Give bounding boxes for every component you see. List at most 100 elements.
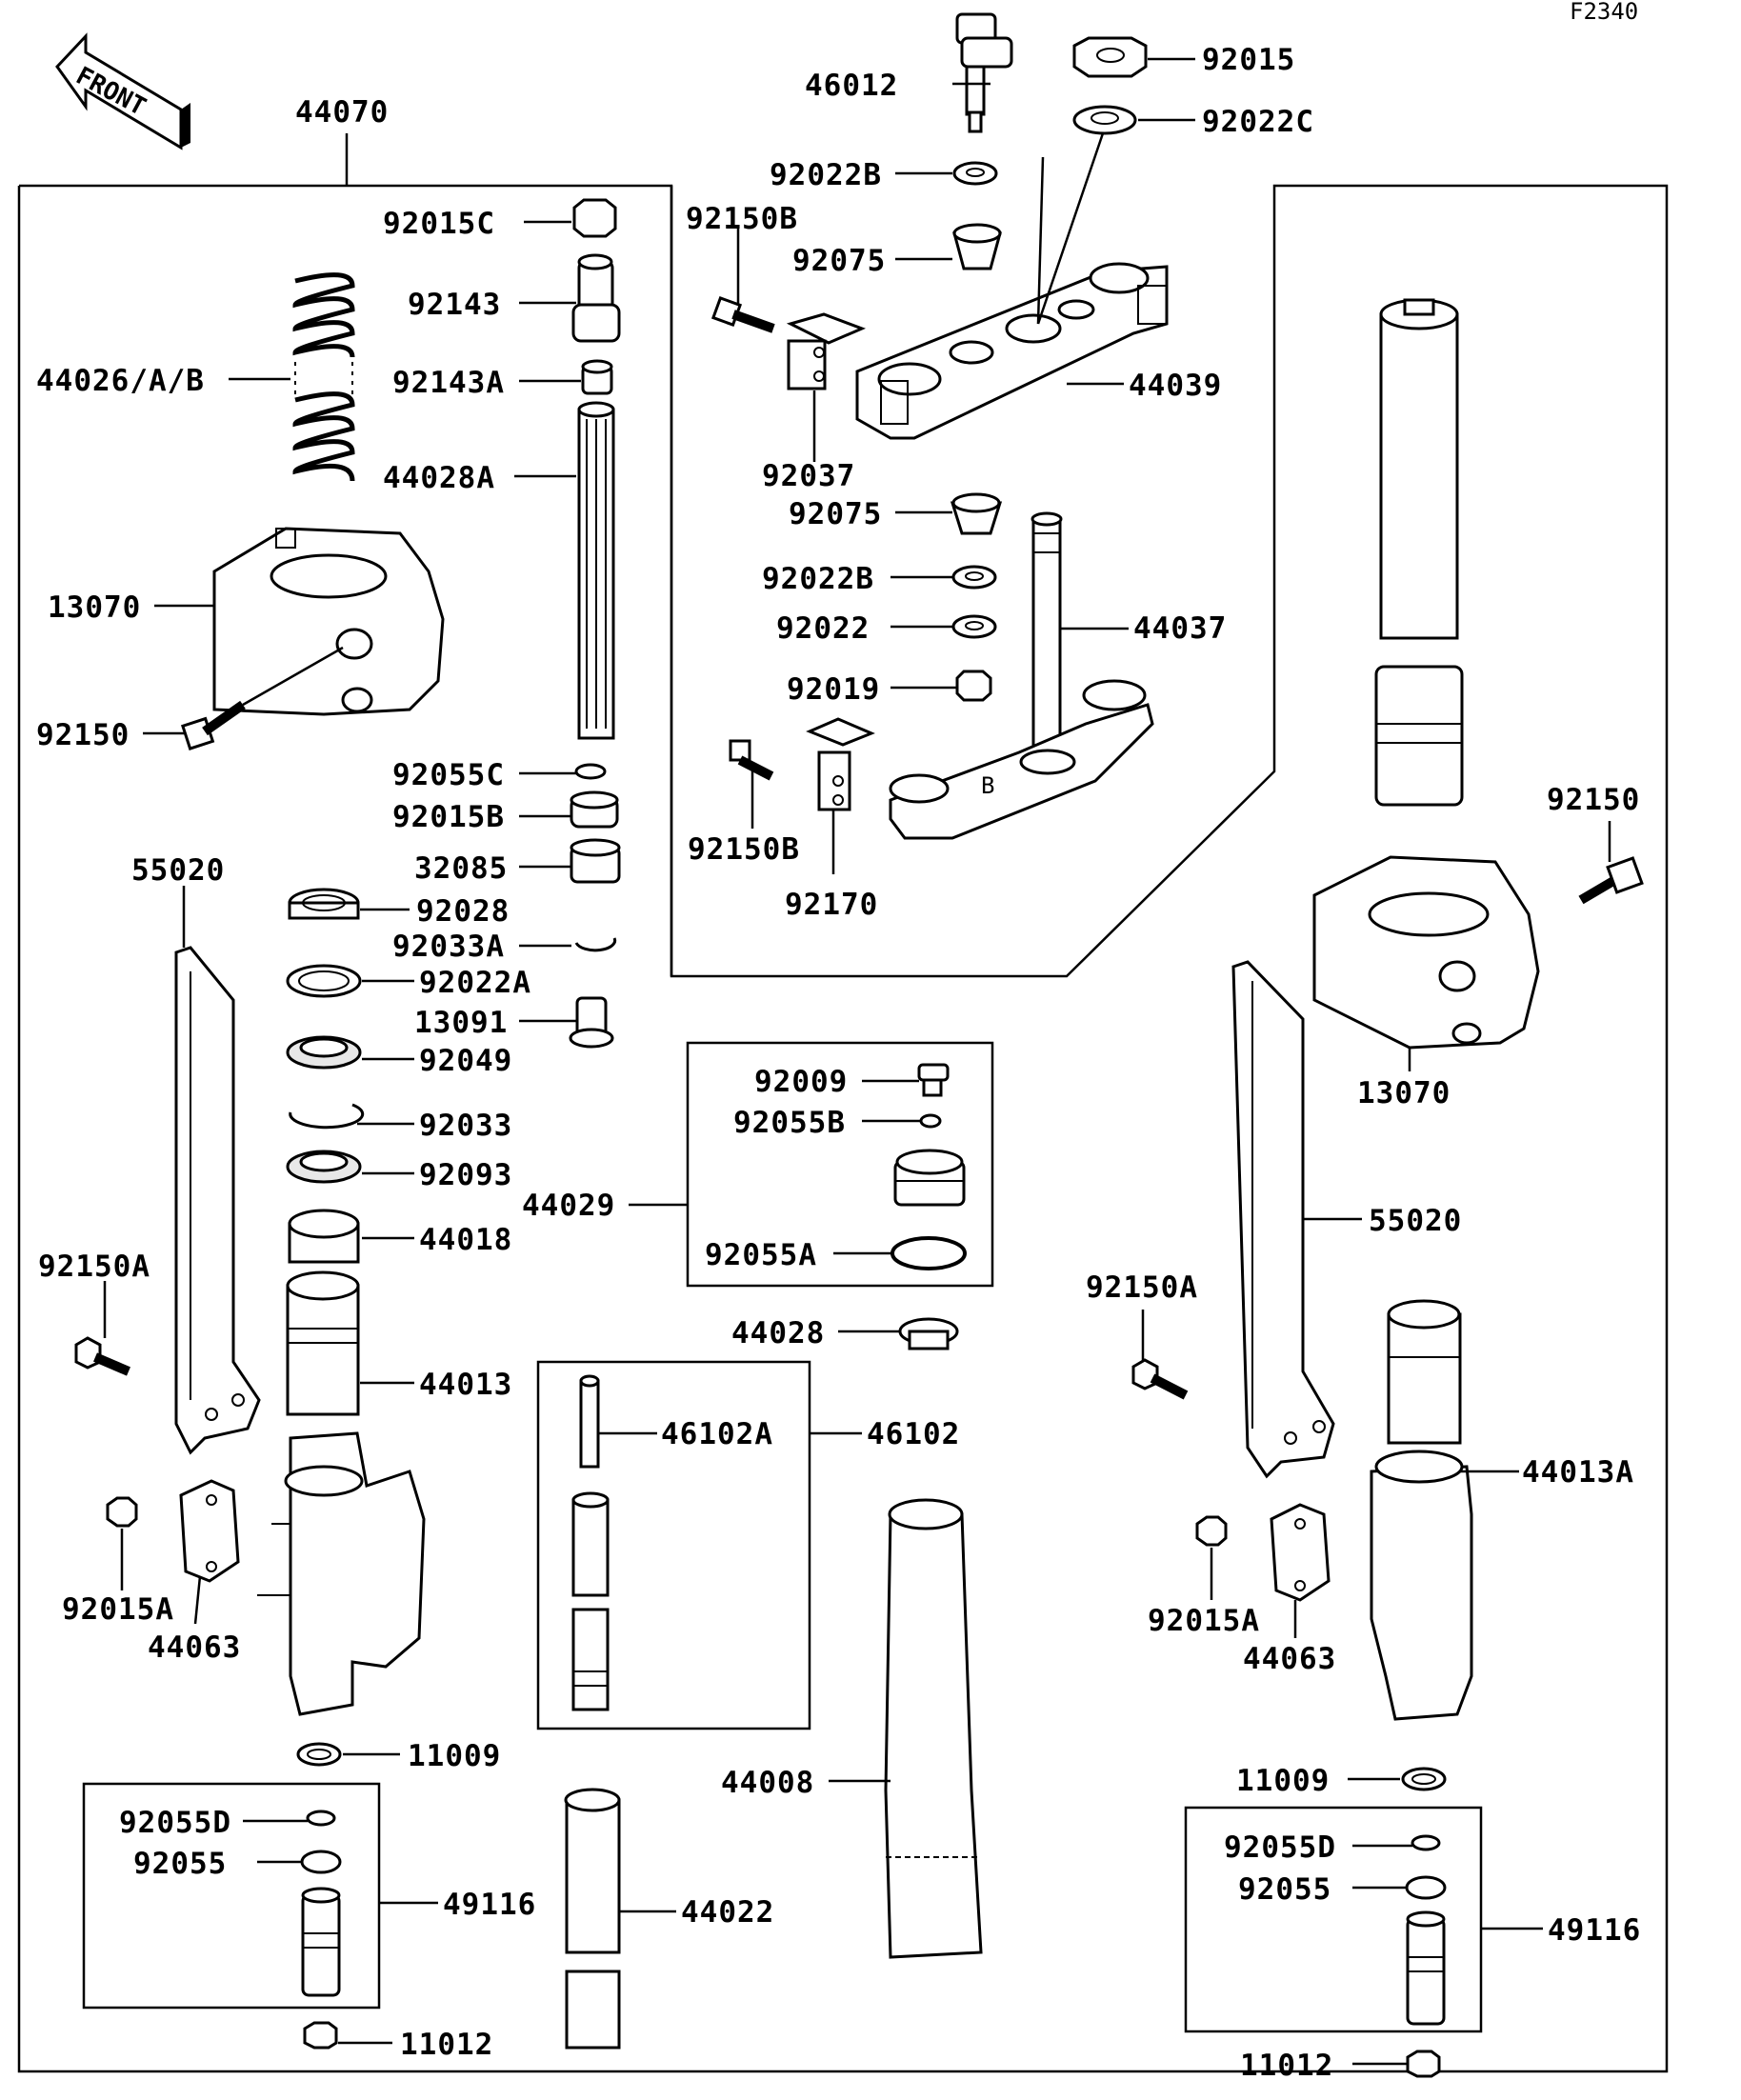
- cartridge-kit-box: [536, 1360, 811, 1730]
- label-92009: 92009: [754, 1065, 848, 1099]
- inner-tube-44013A: [1370, 1299, 1473, 1721]
- plug-44028: [898, 1317, 959, 1350]
- label-92033A: 92033A: [392, 930, 505, 964]
- label-92143: 92143: [408, 288, 501, 322]
- oring-92055B: [919, 1113, 942, 1129]
- label-92150B-bot: 92150B: [688, 832, 800, 867]
- leader-lines: [103, 57, 1611, 2066]
- nut-11012-left: [303, 2021, 338, 2050]
- oring-92055D-left: [306, 1810, 336, 1827]
- label-92037: 92037: [762, 459, 855, 493]
- washer-92022: [951, 614, 997, 639]
- svg-text:B: B: [981, 772, 994, 799]
- label-11012-left: 11012: [400, 2028, 493, 2062]
- clip-92033: [289, 1103, 365, 1130]
- label-92033: 92033: [419, 1109, 512, 1143]
- label-92055B: 92055B: [733, 1106, 846, 1140]
- washer-11009-left: [296, 1742, 342, 1767]
- washer-92022C: [1072, 105, 1137, 135]
- washer-92022B-top: [952, 161, 998, 186]
- label-92015C: 92015C: [383, 207, 495, 241]
- valve-49116-left: [301, 1887, 341, 1997]
- clamp-13070-left: [212, 527, 445, 716]
- label-92015A-left: 92015A: [62, 1592, 174, 1627]
- label-92075-mid: 92075: [789, 497, 882, 531]
- washer-11009-right: [1401, 1767, 1447, 1791]
- outer-tube-44008: [884, 1498, 983, 1959]
- label-13070-right: 13070: [1357, 1076, 1451, 1110]
- front-arrow-icon: FRONT: [55, 32, 190, 150]
- label-44013A: 44013A: [1522, 1455, 1634, 1490]
- label-13091: 13091: [414, 1006, 508, 1040]
- nut-92015: [1072, 36, 1148, 78]
- clamp-13070-right: [1312, 855, 1540, 1050]
- label-92028: 92028: [416, 894, 510, 929]
- valve-49116-right: [1406, 1910, 1446, 2026]
- ring-92033A: [574, 937, 617, 952]
- cylinder-44022: [564, 1788, 621, 2050]
- label-92150A-right: 92150A: [1086, 1270, 1198, 1305]
- label-46102: 46102: [867, 1417, 960, 1451]
- oring-92055-left: [300, 1850, 342, 1874]
- nut-92015A-right: [1195, 1515, 1228, 1547]
- rubber-92075-top: [952, 223, 1002, 270]
- nut-92015B: [570, 790, 619, 829]
- label-44008: 44008: [721, 1766, 814, 1800]
- label-92150A-left: 92150A: [38, 1250, 150, 1284]
- label-11012-right: 11012: [1240, 2049, 1333, 2083]
- label-44039: 44039: [1129, 369, 1222, 403]
- bushing-32085: [570, 838, 621, 884]
- label-92019: 92019: [787, 672, 880, 707]
- label-92022: 92022: [776, 611, 870, 646]
- nut-11012-right: [1406, 2050, 1441, 2078]
- washer-92022A: [286, 964, 362, 998]
- bolt-92150-left: [180, 700, 246, 750]
- guard-55020-right: [1231, 960, 1335, 1479]
- label-92055D-left: 92055D: [119, 1806, 231, 1840]
- label-92022C: 92022C: [1202, 105, 1314, 139]
- label-92022B-mid: 92022B: [762, 562, 874, 596]
- label-92055A: 92055A: [705, 1238, 817, 1272]
- inner-tube-right: [1374, 298, 1464, 807]
- label-44028: 44028: [731, 1316, 825, 1350]
- label-11009-right: 11009: [1236, 1764, 1330, 1798]
- label-44070: 44070: [295, 95, 389, 130]
- outer-tube-left: [257, 1431, 426, 1716]
- label-92022A: 92022A: [419, 966, 531, 1000]
- holder-44063-left: [179, 1479, 240, 1583]
- label-32085: 32085: [414, 851, 508, 886]
- bolt-92150B-top: [710, 295, 775, 333]
- steering-stem-44037: B: [889, 511, 1154, 840]
- label-92055D-right: 92055D: [1224, 1830, 1336, 1865]
- label-92015B: 92015B: [392, 800, 505, 834]
- label-92093: 92093: [419, 1158, 512, 1192]
- label-55020-left: 55020: [131, 853, 225, 888]
- diagram-code: F2340: [1570, 0, 1638, 25]
- oring-92055A: [891, 1236, 967, 1270]
- label-92150-right: 92150: [1547, 783, 1640, 817]
- cartridge-46102: [571, 1374, 610, 1711]
- guard-55020-left: [174, 946, 261, 1455]
- seal-92093: [286, 1150, 362, 1184]
- label-13070-left: 13070: [48, 590, 141, 625]
- valve-kit-box-left: [82, 1782, 381, 2010]
- washer-92022B-mid: [951, 565, 997, 590]
- label-92022B-top: 92022B: [770, 158, 882, 192]
- label-44022: 44022: [681, 1895, 774, 1930]
- cap-kit-box: [686, 1041, 994, 1288]
- handlebar-holder: [955, 12, 1013, 133]
- label-92049: 92049: [419, 1044, 512, 1078]
- bracket-92170: [806, 717, 875, 811]
- collar-92143A: [581, 359, 613, 395]
- label-44026: 44026/A/B: [36, 364, 205, 398]
- valve-kit-box-right: [1184, 1806, 1483, 2033]
- bolt-13091: [569, 996, 614, 1049]
- label-92055-left: 92055: [133, 1847, 227, 1881]
- bracket-92037: [786, 312, 867, 390]
- spring-44026: [292, 272, 355, 482]
- label-92150-left: 92150: [36, 718, 130, 752]
- label-92055C: 92055C: [392, 758, 505, 792]
- label-44018: 44018: [419, 1223, 512, 1257]
- oring-92055C: [574, 763, 607, 780]
